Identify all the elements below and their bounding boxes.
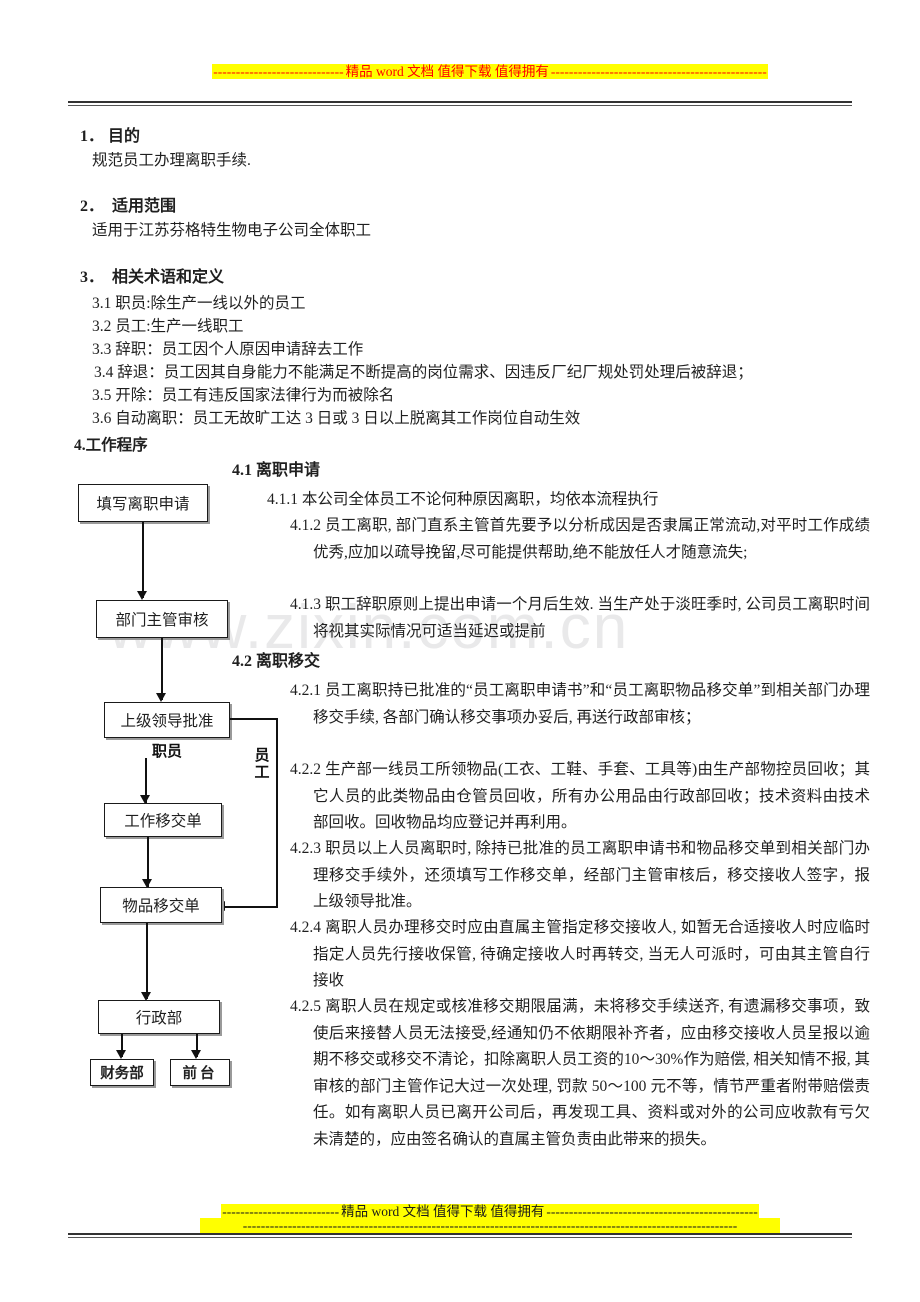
flow-node-leader-approve: 上级领导批准 — [104, 702, 230, 738]
flow-node-finance-dept-label: 财务部 — [100, 1066, 144, 1082]
flow-connector-approve-workhand — [145, 758, 147, 803]
footer-dash-row: ----------------------------------------… — [200, 1218, 780, 1236]
flow-connector-dept-approve — [161, 638, 163, 700]
flow-connector-apply-dept — [142, 522, 144, 598]
flow-arrowhead-admin — [141, 992, 151, 1001]
section-2-heading: 2． 适用范围 — [80, 198, 177, 215]
clause-4-2-4: 4.2.4 离职人员办理移交时应由直属主管指定移交接收人, 如暂无合适接收人时应… — [290, 919, 870, 989]
footer-banner-text: 精品 word 文档 值得下载 值得拥有 — [340, 1204, 546, 1219]
section-4-2-heading: 4.2 离职移交 — [232, 653, 321, 670]
section-2-body: 适用于江苏芬格特生物电子公司全体职工 — [92, 222, 372, 239]
term-3-5: 3.5 开除：员工有违反国家法律行为而被除名 — [92, 387, 395, 404]
section-3-heading: 3． 相关术语和定义 — [80, 269, 225, 286]
离职流程图-flowchart: 填写离职申请 部门主管审核 上级领导批准 职员 员工 工作移交单 — [0, 0, 300, 1302]
flow-branch-line-worker-bottom — [222, 906, 278, 908]
flow-node-front-desk-label: 前台 — [182, 1066, 218, 1082]
header-divider-rule — [68, 101, 852, 106]
term-3-3: 3.3 辞职：员工因个人原因申请辞去工作 — [92, 341, 364, 358]
flow-node-goods-handover-label: 物品移交单 — [122, 898, 200, 915]
clause-4-2-5: 4.2.5 离职人员在规定或核准移交期限届满，未将移交手续送齐, 有遗漏移交事项… — [290, 998, 870, 1148]
clause-4-2-1: 4.2.1 员工离职持已批准的“员工离职申请书”和“员工离职物品移交单”到相关部… — [290, 682, 870, 726]
footer-banner: --------------------------精品 word 文档 值得下… — [200, 1204, 780, 1219]
flow-node-front-desk: 前台 — [170, 1059, 230, 1086]
flow-node-admin-dept-label: 行政部 — [135, 1010, 183, 1027]
header-banner: -----------------------------精品 word 文档 … — [200, 64, 780, 79]
footer-divider-rule — [68, 1233, 852, 1238]
section-4-heading: 4.工作程序 — [74, 437, 148, 454]
flow-arrowhead-goodshand-top — [142, 879, 152, 888]
flow-node-work-handover-label: 工作移交单 — [124, 813, 202, 830]
flow-branch-label-worker: 员工 — [254, 748, 270, 781]
header-banner-text: 精品 word 文档 值得下载 值得拥有 — [344, 64, 550, 79]
flow-node-apply-label: 填写离职申请 — [96, 496, 190, 513]
clause-4-2-2: 4.2.2 生产部一线员工所领物品(工衣、工鞋、手套、工具等)由生产部物控员回收… — [290, 761, 870, 831]
flow-node-apply: 填写离职申请 — [78, 484, 208, 522]
section-1-body: 规范员工办理离职手续. — [92, 152, 251, 169]
flow-connector-goodshand-admin — [146, 923, 148, 999]
flow-node-dept-review-label: 部门主管审核 — [115, 612, 209, 629]
flow-node-leader-approve-label: 上级领导批准 — [120, 713, 214, 730]
footer-dashes-right: ----------------------------------------… — [545, 1204, 759, 1219]
clause-4-1-2: 4.1.2 员工离职, 部门直系主管首先要予以分析成因是否隶属正常流动,对平时工… — [290, 517, 870, 561]
flow-branch-line-worker-top — [230, 718, 278, 720]
flow-node-dept-review: 部门主管审核 — [96, 600, 228, 638]
flow-branch-line-worker-vertical — [276, 718, 278, 908]
flow-arrowhead-front — [191, 1050, 201, 1059]
footer-dashes-left: -------------------------- — [221, 1204, 341, 1219]
term-3-4: 3.4 辞退：员工因其自身能力不能满足不断提高的岗位需求、因违反厂纪厂规处罚处理… — [94, 364, 753, 381]
section-4-1-heading: 4.1 离职申请 — [232, 462, 321, 479]
header-dashes-left: ----------------------------- — [212, 64, 345, 79]
flow-arrowhead-workhand — [140, 795, 150, 804]
flow-node-admin-dept: 行政部 — [98, 1000, 220, 1034]
flow-connector-admin-front — [196, 1034, 198, 1057]
flow-arrowhead-approve — [156, 693, 166, 702]
flow-branch-label-staff: 职员 — [152, 744, 183, 760]
clause-4-1-1: 4.1.1 本公司全体员工不论何种原因离职，均依本流程执行 — [267, 491, 659, 508]
term-3-1: 3.1 职员:除生产一线以外的员工 — [92, 295, 306, 312]
flow-connector-admin-finance — [121, 1034, 123, 1057]
header-dashes-right: ----------------------------------------… — [549, 64, 768, 79]
flow-arrowhead-dept — [137, 591, 147, 600]
flow-connector-workhand-goodshand — [147, 837, 149, 887]
section-1-heading: 1． 目的 — [80, 128, 141, 145]
clause-4-1-3: 4.1.3 职工辞职原则上提出申请一个月后生效. 当生产处于淡旺季时, 公司员工… — [290, 596, 870, 640]
term-3-2: 3.2 员工:生产一线职工 — [92, 318, 244, 335]
flow-node-work-handover: 工作移交单 — [104, 803, 222, 837]
footer-dashes-full: ----------------------------------------… — [200, 1218, 780, 1233]
clause-4-2-3: 4.2.3 职员以上人员离职时, 除持已批准的员工离职申请书和物品移交单到相关部… — [290, 840, 870, 910]
flow-node-finance-dept: 财务部 — [90, 1059, 154, 1086]
flow-node-goods-handover: 物品移交单 — [100, 887, 222, 923]
flow-arrowhead-finance — [116, 1050, 126, 1059]
term-3-6: 3.6 自动离职：员工无故旷工达 3 日或 3 日以上脱离其工作岗位自动生效 — [92, 410, 581, 427]
